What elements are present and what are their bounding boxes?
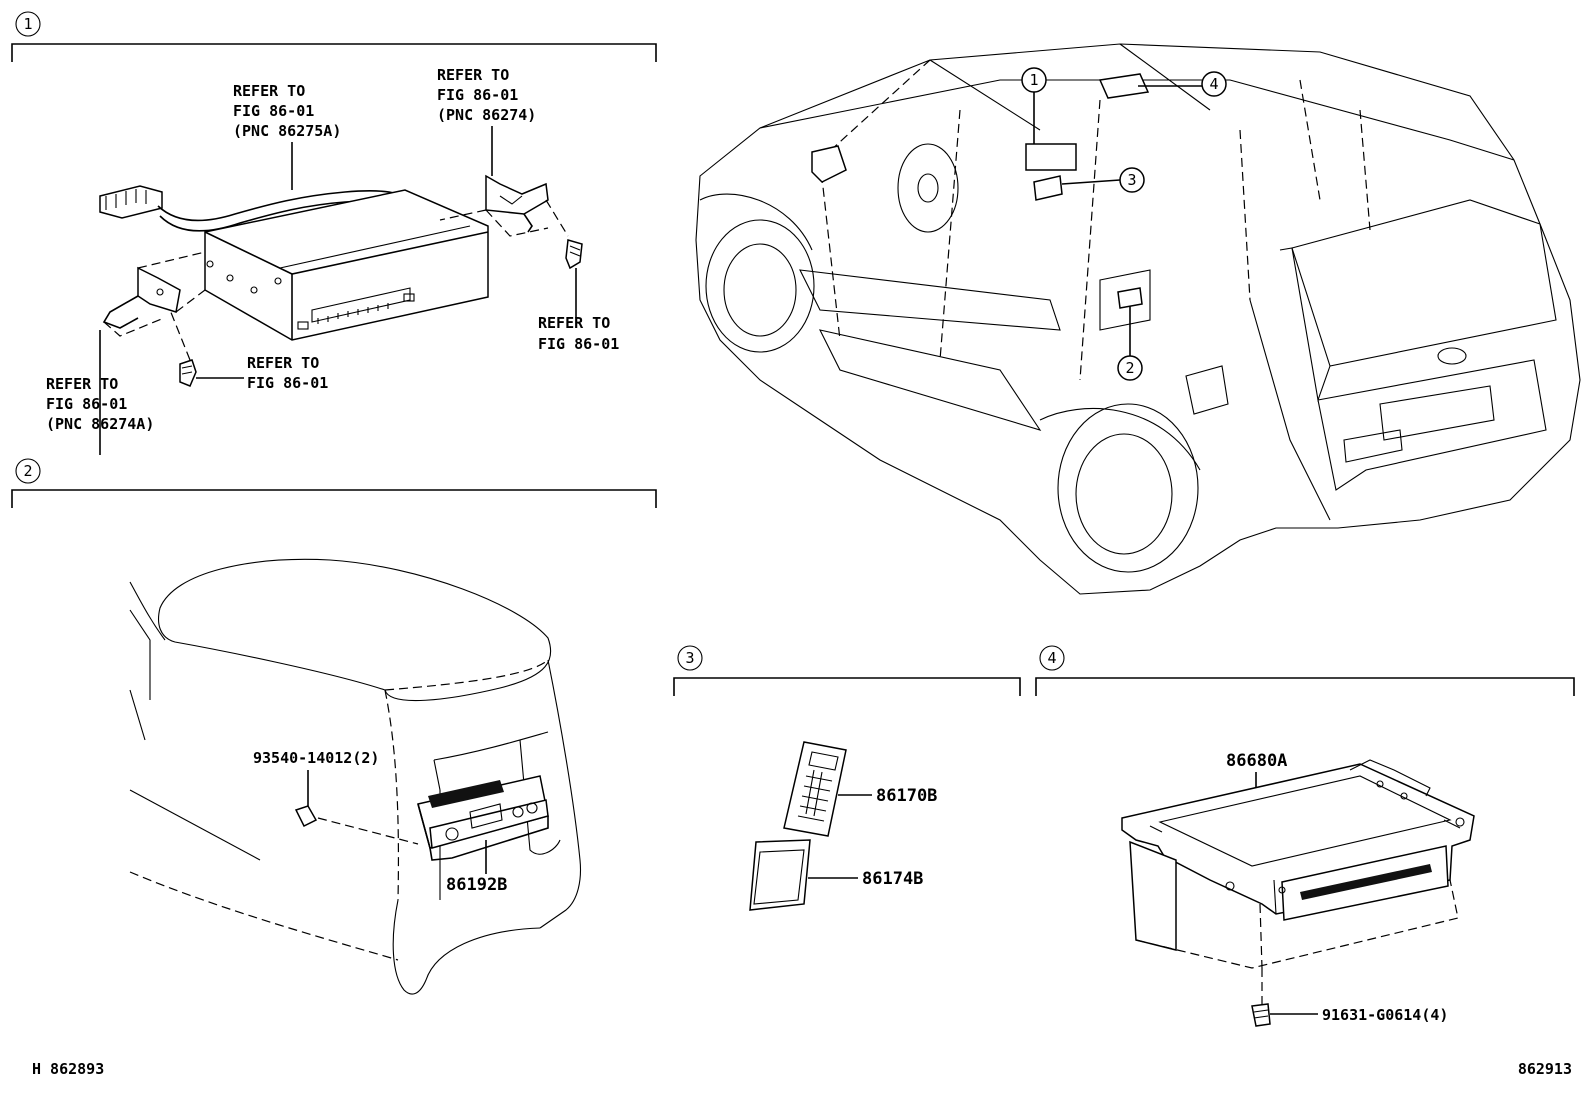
footer-right-code: 862913	[1518, 1060, 1572, 1078]
svg-text:3: 3	[1127, 171, 1136, 189]
cd-changer-unit	[204, 189, 489, 341]
callout-4: 4	[1138, 71, 1227, 97]
section-2: 2	[11, 458, 657, 995]
callout-3: 3	[1061, 167, 1145, 193]
label-refer-screw-bottom: REFER TO FIG 86-01	[247, 354, 328, 392]
svg-text:REFER TO: REFER TO	[46, 375, 118, 393]
screw-right	[565, 239, 583, 318]
connector-plug	[99, 185, 406, 232]
label-refer-screw-right: REFER TO FIG 86-01	[538, 314, 619, 353]
remote-control	[783, 741, 872, 837]
svg-text:(PNC 86274A): (PNC 86274A)	[46, 415, 154, 433]
section-4-number: 4	[1047, 649, 1056, 667]
left-bracket	[99, 251, 206, 455]
section-1: 1	[11, 11, 657, 455]
footer-left-code: H 862893	[32, 1060, 104, 1078]
remote-holder	[749, 839, 858, 911]
rear-control-panel	[317, 775, 549, 861]
section-4: 4 86680A 91631-G0614(4)	[1035, 645, 1575, 1027]
screw-93540	[294, 770, 318, 828]
section-3-bracket	[673, 677, 1021, 696]
section-4-marker	[1039, 645, 1065, 671]
svg-text:REFER TO: REFER TO	[437, 66, 509, 84]
svg-text:1: 1	[1029, 71, 1038, 89]
section-1-marker	[15, 11, 41, 37]
part-86680a: 86680A	[1226, 751, 1287, 771]
svg-text:REFER TO: REFER TO	[247, 354, 319, 372]
screw-bottom	[169, 309, 244, 387]
svg-text:FIG 86-01: FIG 86-01	[46, 395, 127, 413]
svg-text:FIG 86-01: FIG 86-01	[247, 374, 328, 392]
svg-text:(PNC 86275A): (PNC 86275A)	[233, 122, 341, 140]
label-refer-86275a: REFER TO FIG 86-01 (PNC 86275A)	[233, 82, 341, 190]
svg-text:FIG 86-01: FIG 86-01	[233, 102, 314, 120]
part-91631-g0614: 91631-G0614(4)	[1322, 1006, 1448, 1024]
section-2-marker	[15, 458, 41, 484]
svg-text:2: 2	[1125, 359, 1134, 377]
right-bracket	[439, 174, 569, 237]
part-86174b: 86174B	[862, 869, 923, 889]
section-2-number: 2	[23, 462, 32, 480]
svg-text:(PNC 86274): (PNC 86274)	[437, 106, 536, 124]
svg-text:FIG 86-01: FIG 86-01	[538, 335, 619, 353]
svg-text:FIG 86-01: FIG 86-01	[437, 86, 518, 104]
vehicle-view: 1 4 3 2	[695, 43, 1581, 595]
section-2-bracket	[11, 489, 657, 508]
label-refer-86274a: REFER TO FIG 86-01 (PNC 86274A)	[46, 375, 154, 433]
part-93540-14012: 93540-14012(2)	[253, 749, 379, 767]
label-refer-86274: REFER TO FIG 86-01 (PNC 86274)	[437, 66, 536, 176]
section-1-number: 1	[23, 15, 32, 33]
svg-text:REFER TO: REFER TO	[233, 82, 305, 100]
svg-text:4: 4	[1209, 75, 1218, 93]
part-86170b: 86170B	[876, 786, 937, 806]
dvd-player-unit	[1121, 759, 1475, 969]
center-console	[129, 558, 582, 995]
screw-91631	[1251, 968, 1318, 1027]
section-3-marker	[677, 645, 703, 671]
callout-2: 2	[1117, 306, 1143, 381]
callout-1: 1	[1021, 67, 1047, 144]
section-1-bracket	[11, 43, 657, 62]
svg-text:REFER TO: REFER TO	[538, 314, 610, 332]
part-86192b: 86192B	[446, 875, 507, 895]
section-3-number: 3	[685, 649, 694, 667]
section-3: 3 86170B 86174B	[673, 645, 1021, 911]
section-4-bracket	[1035, 677, 1575, 696]
